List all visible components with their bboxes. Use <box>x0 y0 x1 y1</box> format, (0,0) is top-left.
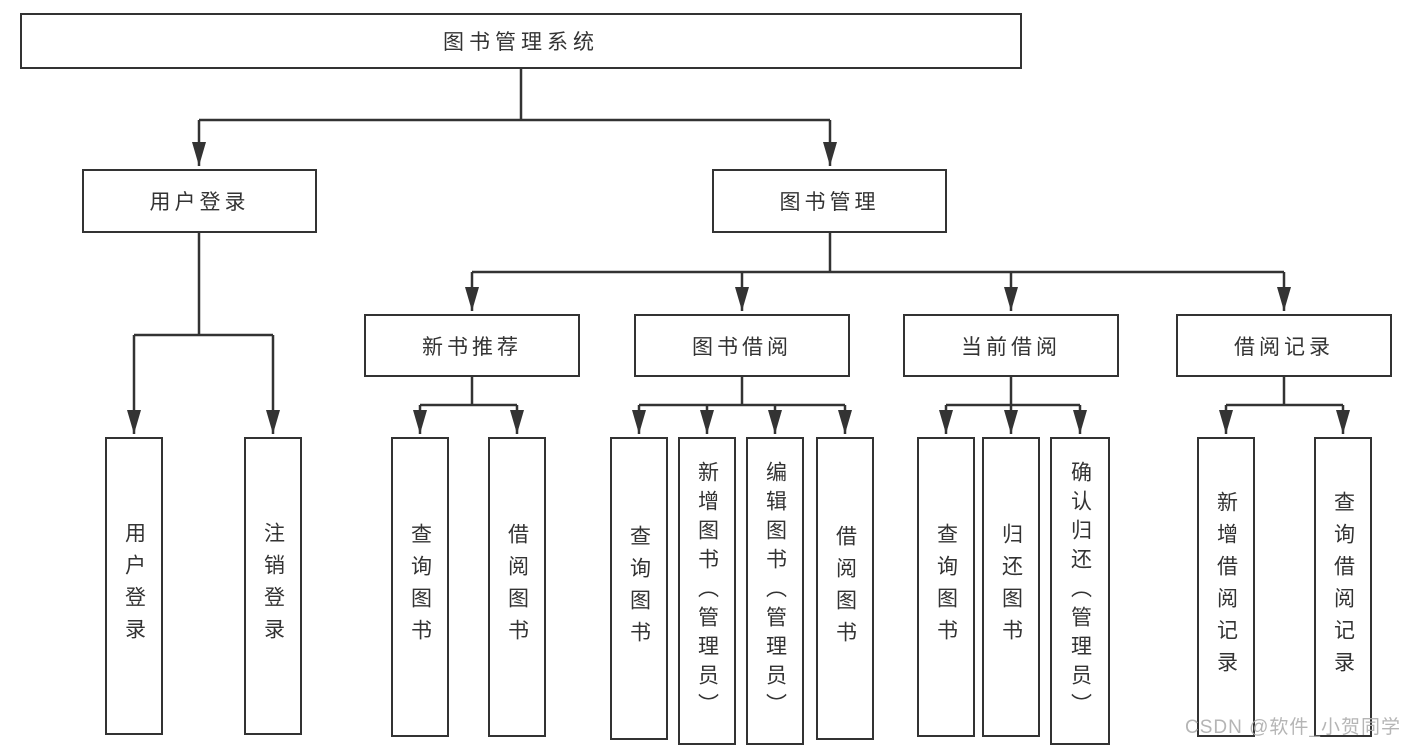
leaf-current-return-books: 归还图书 <box>982 437 1040 737</box>
node-user-login: 用户登录 <box>82 169 317 233</box>
leaf-newrec-query-books: 查询图书 <box>391 437 449 737</box>
leaf-records-query-record: 查询借阅记录 <box>1314 437 1372 737</box>
leaf-borrow-query-books: 查询图书 <box>610 437 668 740</box>
leaf-borrow-add-books-admin: 新增图书（管理员） <box>678 437 736 745</box>
watermark: CSDN @软件_小贺同学 <box>1185 717 1401 738</box>
node-book-borrowing: 图书借阅 <box>634 314 850 377</box>
node-book-management: 图书管理 <box>712 169 947 233</box>
leaf-borrow-edit-books-admin: 编辑图书（管理员） <box>746 437 804 745</box>
leaf-current-query-books: 查询图书 <box>917 437 975 737</box>
leaf-borrow-borrow-books: 借阅图书 <box>816 437 874 740</box>
node-borrowing-records: 借阅记录 <box>1176 314 1392 377</box>
leaf-user-login: 用户登录 <box>105 437 163 735</box>
leaf-newrec-borrow-books: 借阅图书 <box>488 437 546 737</box>
node-new-book-recommend: 新书推荐 <box>364 314 580 377</box>
node-root: 图书管理系统 <box>20 13 1022 69</box>
node-current-borrowing: 当前借阅 <box>903 314 1119 377</box>
leaf-records-add-record: 新增借阅记录 <box>1197 437 1255 737</box>
leaf-logout: 注销登录 <box>244 437 302 735</box>
leaf-current-confirm-return-admin: 确认归还（管理员） <box>1050 437 1110 745</box>
